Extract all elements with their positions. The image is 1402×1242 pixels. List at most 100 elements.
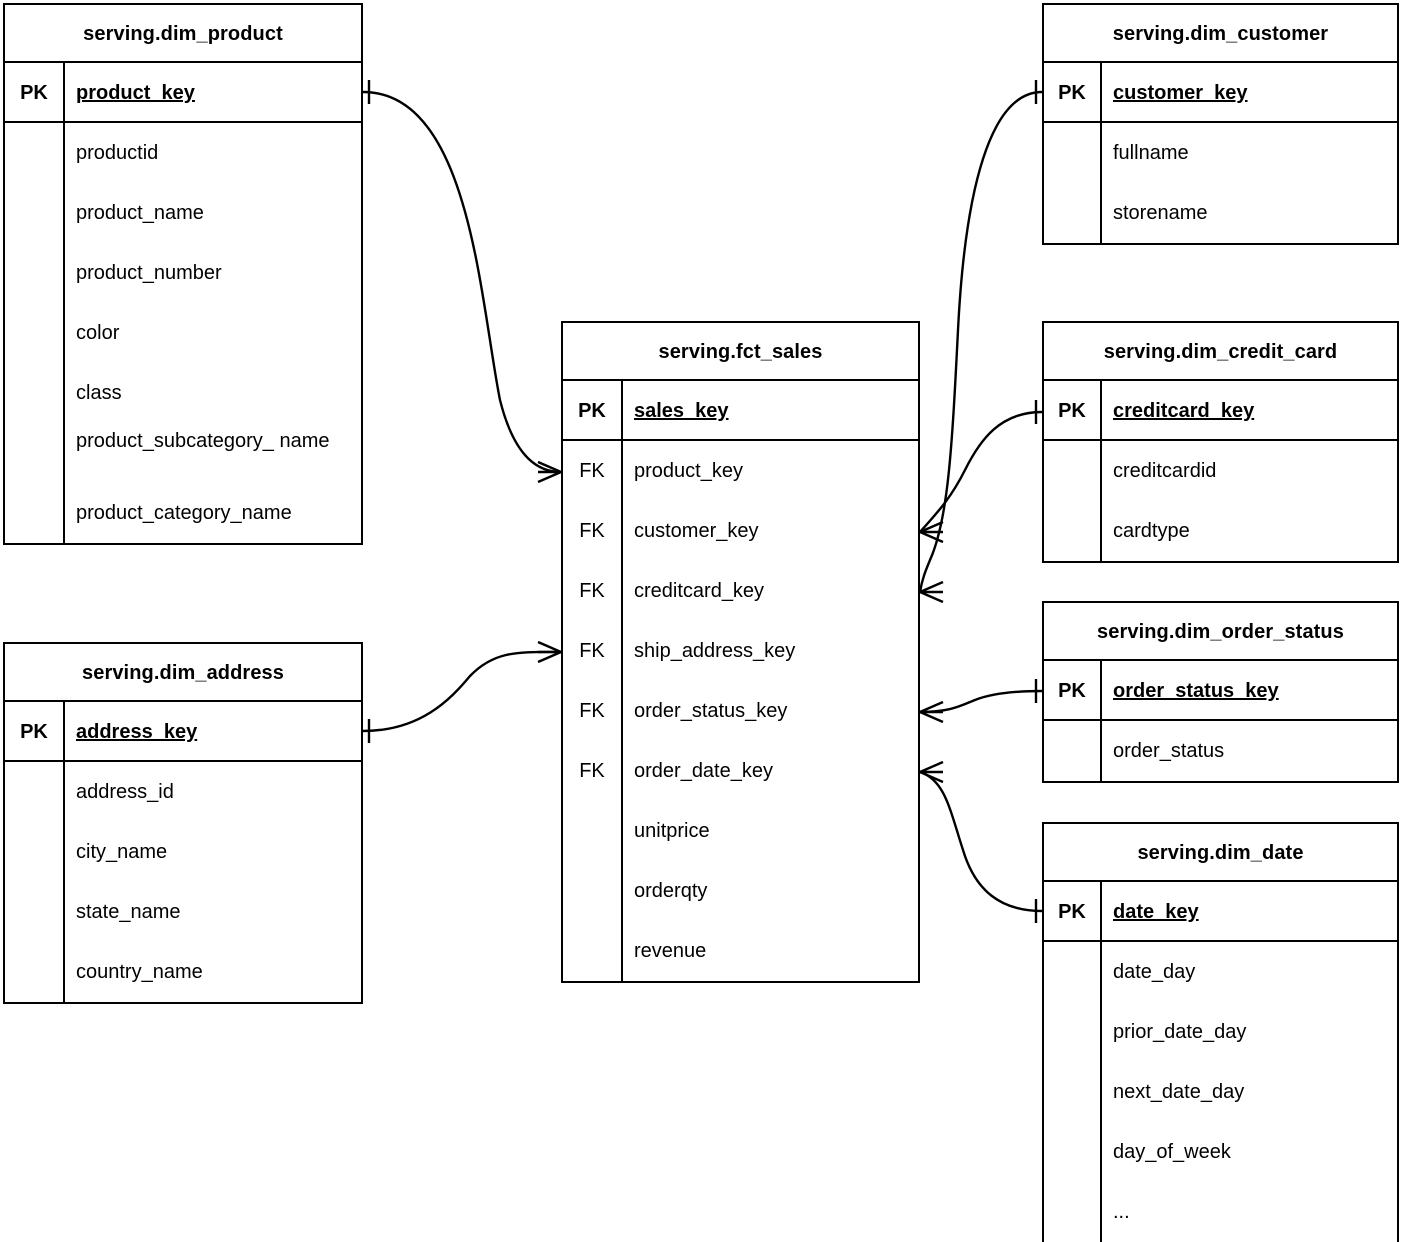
pk-tag: PK [20, 721, 48, 743]
fk-tag-customer-key: FK [579, 520, 605, 542]
attribute-product-subcategory-name: product_subcategory_ name [76, 430, 330, 452]
blank-key-cell [5, 423, 63, 483]
entity-dim-product[interactable]: serving.dim_product PK product_key produ… [3, 3, 363, 545]
blank-key-cell [5, 363, 63, 423]
attribute-order-status: order_status [1113, 740, 1225, 762]
pk-tag: PK [1058, 82, 1086, 104]
blank-key-cell [1044, 441, 1100, 501]
pk-row-dim-order-status: PK order_status_key [1044, 661, 1397, 721]
pk-row-dim-date: PK date_key [1044, 882, 1397, 942]
fk-tag-ship-address-key: FK [579, 640, 605, 662]
field-unitprice: unitprice [634, 820, 710, 842]
entity-title-dim-order-status: serving.dim_order_status [1044, 603, 1397, 661]
entity-dim-address[interactable]: serving.dim_address PK address_key addre… [3, 642, 363, 1004]
relationship-customer [918, 80, 1043, 604]
blank-key-cell [1044, 942, 1100, 1002]
pk-field-creditcard-key: creditcard_key [1113, 400, 1255, 422]
attributes-dim-date: date_day prior_date_day next_date_day da… [1044, 942, 1397, 1242]
field-product-key: product_key [634, 460, 743, 482]
attribute-color: color [76, 322, 120, 344]
attribute-product-name: product_name [76, 202, 204, 224]
relationship-order-status [919, 679, 1043, 724]
entity-title-dim-date: serving.dim_date [1044, 824, 1397, 882]
attributes-dim-address: address_id city_name state_name country_… [5, 762, 361, 1002]
blank-key-cell [5, 303, 63, 363]
entity-title-dim-product: serving.dim_product [5, 5, 361, 63]
field-orderqty: orderqty [634, 880, 708, 902]
relationship-address [362, 640, 562, 743]
entity-title-dim-address: serving.dim_address [5, 644, 361, 702]
entity-title-dim-customer: serving.dim_customer [1044, 5, 1397, 63]
field-customer-key: customer_key [634, 520, 759, 542]
blank-key-cell [1044, 1062, 1100, 1122]
pk-field-product-key: product_key [76, 82, 195, 104]
pk-field-sales-key: sales_key [634, 400, 729, 422]
blank-key-cell [5, 123, 63, 183]
attribute-prior-date-day: prior_date_day [1113, 1021, 1247, 1043]
attribute-productid: productid [76, 142, 159, 164]
attribute-date-day: date_day [1113, 961, 1196, 983]
blank-key-cell [5, 183, 63, 243]
relationship-product [362, 80, 562, 484]
pk-row-dim-credit-card: PK creditcard_key [1044, 381, 1397, 441]
attribute-next-date-day: next_date_day [1113, 1081, 1245, 1103]
blank-key-cell [1044, 183, 1100, 243]
attribute-storename: storename [1113, 202, 1208, 224]
blank-key-cell [1044, 721, 1100, 781]
pk-tag: PK [578, 400, 606, 422]
attribute-state-name: state_name [76, 901, 181, 923]
pk-row-fct-sales: PK sales_key [563, 381, 918, 441]
blank-key-cell [1044, 1122, 1100, 1182]
fk-tag-order-status-key: FK [579, 700, 605, 722]
blank-key-cell [5, 942, 63, 1002]
pk-field-order-status-key: order_status_key [1113, 680, 1279, 702]
attribute-product-number: product_number [76, 262, 222, 284]
entity-dim-customer[interactable]: serving.dim_customer PK customer_key ful… [1042, 3, 1399, 245]
pk-tag: PK [1058, 400, 1086, 422]
pk-field-customer-key: customer_key [1113, 82, 1248, 104]
fk-tag-creditcard-key: FK [579, 580, 605, 602]
attributes-dim-product: productid product_name product_number co… [5, 123, 361, 543]
attribute-cardtype: cardtype [1113, 520, 1190, 542]
pk-tag: PK [20, 82, 48, 104]
entity-title-fct-sales: serving.fct_sales [563, 323, 918, 381]
blank-key-cell [1044, 1002, 1100, 1062]
field-ship-address-key: ship_address_key [634, 640, 796, 662]
entity-title-dim-credit-card: serving.dim_credit_card [1044, 323, 1397, 381]
attribute-class: class [76, 382, 122, 404]
blank-key-cell [5, 822, 63, 882]
attributes-dim-order-status: order_status [1044, 721, 1397, 781]
field-revenue: revenue [634, 940, 707, 962]
field-order-date-key: order_date_key [634, 760, 773, 782]
blank-key-cell [5, 762, 63, 822]
field-order-status-key: order_status_key [634, 700, 788, 722]
attribute-fullname: fullname [1113, 142, 1189, 164]
pk-field-address-key: address_key [76, 721, 198, 743]
attribute-creditcardid: creditcardid [1113, 460, 1217, 482]
entity-fct-sales[interactable]: serving.fct_sales PK sales_key FK FK FK … [561, 321, 920, 983]
pk-row-dim-address: PK address_key [5, 702, 361, 762]
blank-key-cell [5, 882, 63, 942]
field-creditcard-key: creditcard_key [634, 580, 765, 602]
relationship-credit-card [919, 400, 1043, 544]
blank-key-cell [5, 483, 63, 543]
attribute-product-category-name: product_category_name [76, 502, 292, 524]
entity-dim-order-status[interactable]: serving.dim_order_status PK order_status… [1042, 601, 1399, 783]
tag-orderqty [563, 861, 621, 921]
pk-row-dim-product: PK product_key [5, 63, 361, 123]
fk-tag-product-key: FK [579, 460, 605, 482]
blank-key-cell [5, 243, 63, 303]
relationship-date [919, 760, 1043, 923]
attributes-dim-credit-card: creditcardid cardtype [1044, 441, 1397, 561]
pk-field-date-key: date_key [1113, 901, 1199, 923]
attributes-fct-sales: FK FK FK FK FK FK product_key customer_k… [563, 441, 918, 981]
attribute-day-of-week: day_of_week [1113, 1141, 1231, 1163]
attributes-dim-customer: fullname storename [1044, 123, 1397, 243]
attribute-ellipsis: ... [1113, 1201, 1130, 1223]
blank-key-cell [1044, 501, 1100, 561]
fk-tag-order-date-key: FK [579, 760, 605, 782]
blank-key-cell [1044, 123, 1100, 183]
entity-dim-credit-card[interactable]: serving.dim_credit_card PK creditcard_ke… [1042, 321, 1399, 563]
entity-dim-date[interactable]: serving.dim_date PK date_key date_day pr… [1042, 822, 1399, 1242]
